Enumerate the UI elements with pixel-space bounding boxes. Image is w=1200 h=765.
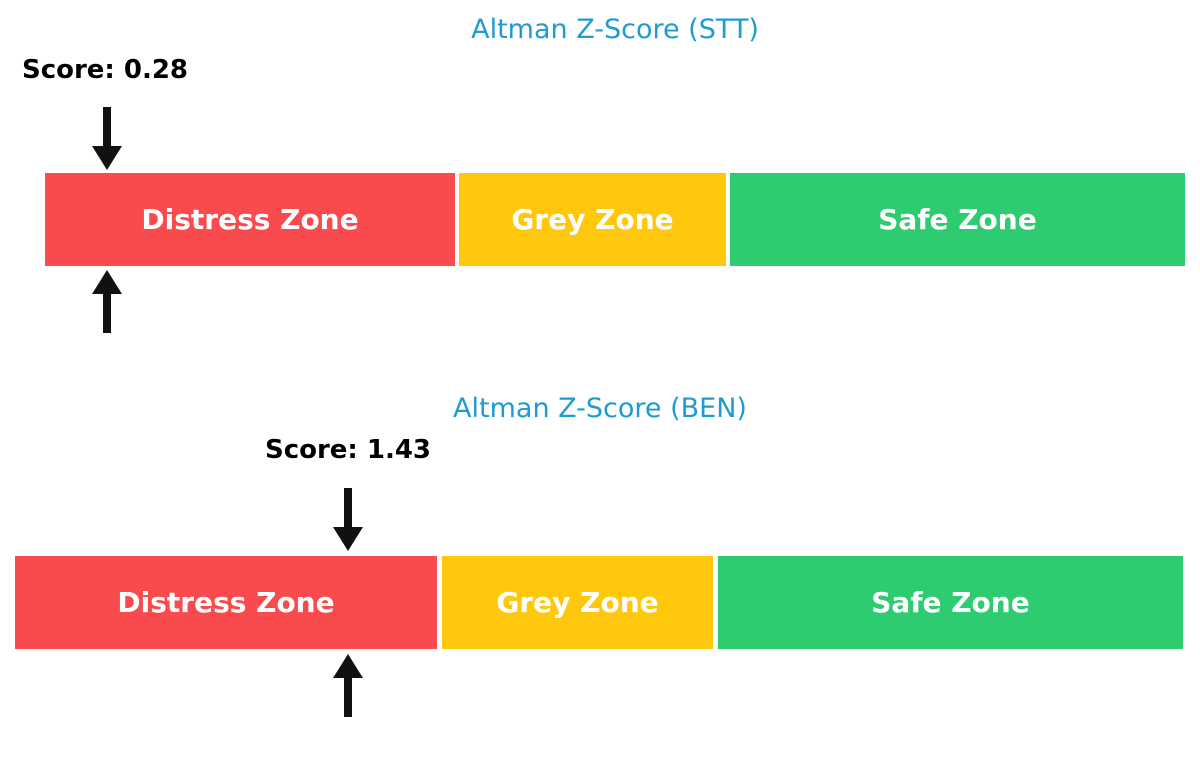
distress-zone-segment: Distress Zone [15, 556, 437, 649]
score-arrow-up-icon [92, 270, 122, 333]
grey-zone-label: Grey Zone [496, 586, 659, 619]
score-arrow-up-icon [333, 654, 363, 717]
safe-zone-label: Safe Zone [871, 586, 1030, 619]
zone-bar-ben: Distress Zone Grey Zone Safe Zone [0, 556, 1200, 649]
distress-zone-label: Distress Zone [141, 203, 359, 236]
distress-zone-label: Distress Zone [117, 586, 335, 619]
grey-zone-segment: Grey Zone [459, 173, 726, 266]
grey-zone-label: Grey Zone [511, 203, 674, 236]
distress-zone-segment: Distress Zone [45, 173, 455, 266]
safe-zone-segment: Safe Zone [718, 556, 1183, 649]
score-arrow-down-icon [92, 107, 122, 170]
zone-bar-stt: Distress Zone Grey Zone Safe Zone [0, 173, 1200, 266]
safe-zone-label: Safe Zone [878, 203, 1037, 236]
chart-title-stt: Altman Z-Score (STT) [471, 14, 759, 45]
score-annotation-ben: Score: 1.43 [264, 435, 432, 465]
grey-zone-segment: Grey Zone [442, 556, 713, 649]
score-arrow-down-icon [333, 488, 363, 551]
score-annotation-stt: Score: 0.28 [21, 55, 189, 85]
chart-title-ben: Altman Z-Score (BEN) [453, 393, 747, 424]
safe-zone-segment: Safe Zone [730, 173, 1185, 266]
